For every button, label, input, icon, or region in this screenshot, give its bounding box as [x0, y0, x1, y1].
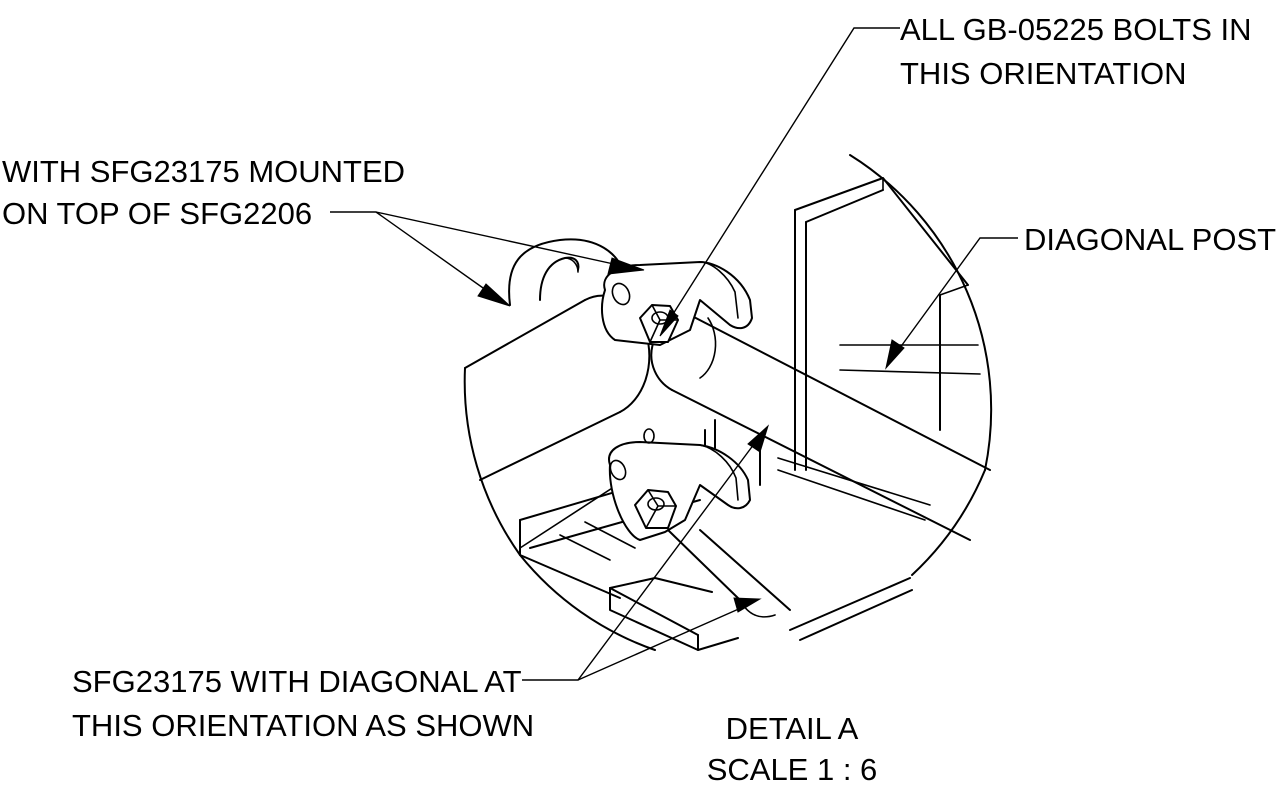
orientation-note-line1: SFG23175 WITH DIAGONAL AT — [72, 664, 522, 699]
mounted-note-line1: WITH SFG23175 MOUNTED — [2, 154, 405, 189]
diagonal-post-leader — [885, 237, 1018, 370]
bolts-leader — [659, 27, 900, 337]
orientation-leader — [522, 424, 770, 681]
frame-structure — [519, 177, 981, 651]
detail-circle-boundary — [463, 154, 993, 651]
bolts-note-line1: ALL GB-05225 BOLTS IN — [900, 12, 1252, 47]
detail-scale: SCALE 1 : 6 — [707, 752, 878, 787]
mounted-leader — [330, 211, 645, 307]
lower-bolt — [634, 489, 677, 529]
bolts-note-line2: THIS ORIENTATION — [900, 56, 1186, 91]
diagonal-post-note: DIAGONAL POST — [1024, 222, 1276, 257]
detail-title: DETAIL A — [726, 711, 859, 746]
lower-bracket — [608, 428, 791, 618]
mounted-note-line2: ON TOP OF SFG2206 — [2, 196, 312, 231]
orientation-note-line2: THIS ORIENTATION AS SHOWN — [72, 708, 534, 743]
